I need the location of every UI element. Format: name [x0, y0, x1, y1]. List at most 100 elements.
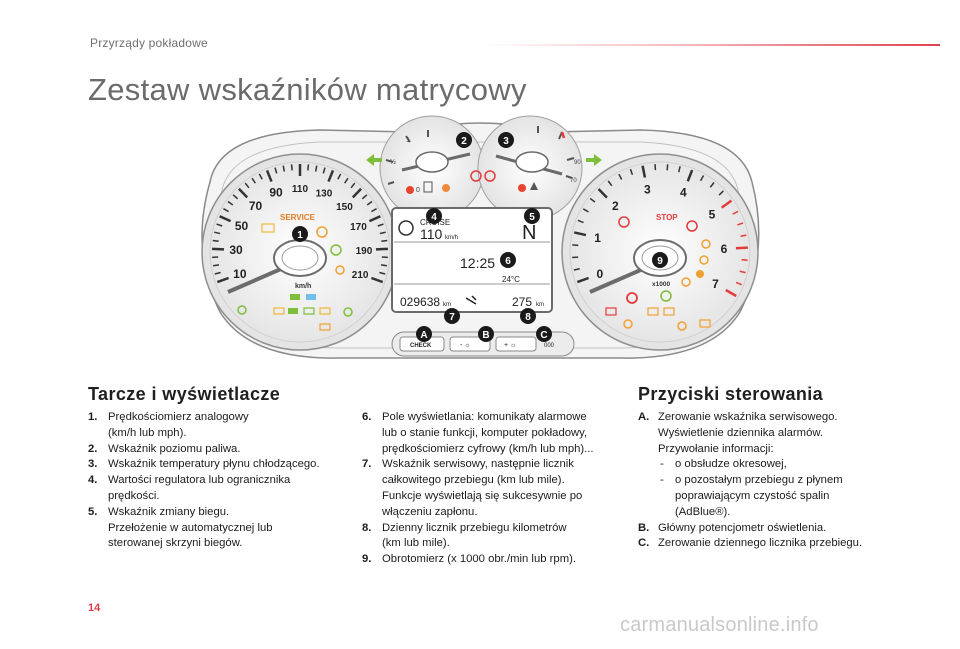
callout-9: 9: [652, 252, 668, 268]
tach-tick: [735, 281, 742, 286]
trip-button-label: 000: [544, 343, 555, 349]
callout-label: 6: [505, 256, 511, 267]
list-item-line: Wskaźnik temperatury płynu chłodzącego.: [108, 458, 320, 471]
tach-tick: [573, 231, 587, 237]
callout-1: 1: [292, 226, 308, 242]
list-item-line: (km/h lub mph).: [108, 426, 187, 439]
service-label: SERVICE: [280, 213, 316, 222]
callout-5: 5: [524, 208, 540, 224]
callout-B: B: [478, 326, 494, 342]
speedo-tick: [214, 271, 221, 275]
callout-label: 9: [657, 256, 663, 267]
odometer: 029638: [400, 295, 440, 309]
list-item-number: B.: [638, 521, 650, 534]
dials-heading: Tarcze i wyświetlacze: [88, 384, 281, 404]
list-item-line: Wskaźnik poziomu paliwa.: [108, 442, 241, 455]
speedo-tick: [327, 169, 335, 183]
tach-label: 1: [594, 231, 601, 245]
tach-label: 2: [612, 199, 619, 213]
sub-list-line: (AdBlue®).: [675, 505, 731, 518]
list-item-line: lub o stanie funkcji, komputer pokładowy…: [382, 426, 588, 439]
speedo-tick: [237, 187, 249, 199]
center-warning-icons: [470, 170, 496, 182]
page-number: 14: [88, 602, 101, 614]
speedo-tick: [232, 194, 239, 200]
list-item: 1.Prędkościomierz analogowy(km/h lub mph…: [88, 410, 350, 442]
list-item: B. Główny potencjometr oświetlenia.: [638, 521, 898, 537]
tach-tick: [589, 197, 596, 203]
speedo-tick: [219, 215, 232, 223]
callout-label: 4: [431, 212, 437, 223]
callout-label: C: [540, 330, 547, 341]
dials-list-col1: 1.Prędkościomierz analogowy(km/h lub mph…: [88, 410, 350, 552]
callout-bubble: [478, 326, 494, 342]
callout-label: 8: [525, 312, 531, 323]
callout-bubble: [416, 326, 432, 342]
section-label: Przyrządy pokładowe: [90, 36, 208, 50]
speedo-tick: [214, 231, 221, 235]
callout-label: 1: [297, 230, 303, 241]
warning-lamp-icon: [442, 184, 450, 192]
callout-bubble: [456, 132, 472, 148]
controls-list: A.Zerowanie wskaźnika serwisowego.Wyświe…: [638, 410, 898, 552]
turn-left-icon: [366, 154, 382, 166]
tach-tick: [737, 222, 744, 226]
list-item-line: Główny potencjometr oświetlenia.: [658, 521, 827, 534]
list-item-line: Przełożenie w automatycznej lub: [108, 521, 273, 534]
tach-label: 6: [721, 242, 728, 256]
tach-tick: [641, 165, 647, 178]
tach-tick: [718, 190, 724, 196]
tach-tick: [607, 180, 613, 187]
speedo-label: 110: [292, 184, 309, 195]
speedo-tick: [216, 223, 223, 227]
list-item-line: włączeniu zapłonu.: [382, 505, 478, 518]
speedo-tick: [337, 173, 342, 180]
callout-7: 7: [444, 308, 460, 324]
speedo-label: 130: [316, 189, 333, 200]
tach-label: 3: [644, 182, 651, 196]
service-unit: km: [536, 302, 544, 308]
fuel-pump-icon: [423, 181, 433, 193]
speedo-tick: [223, 208, 230, 213]
tach-tick: [740, 234, 747, 237]
speedo-label: 150: [336, 202, 353, 213]
speedo-tick: [344, 177, 349, 184]
list-item-number: 6.: [362, 411, 372, 423]
speedo-tick: [370, 208, 377, 213]
tach-tick: [732, 210, 739, 215]
speedo-tick: [274, 167, 278, 174]
list-item: 2.Wskaźnik poziomu paliwa.: [88, 442, 350, 458]
sub-list-line: o obsłudze okresowej,: [675, 458, 787, 471]
speedo-tick: [380, 264, 388, 267]
callout-bubble: [444, 308, 460, 324]
tach-label: 0: [597, 267, 604, 281]
callout-bubble: [520, 308, 536, 324]
dials-list-col2: 6.Pole wyświetlania: komunikaty alarmowe…: [362, 410, 624, 568]
central-display: CRUISE 110 km/h N 12:25 24°C 029638 km 2…: [391, 207, 553, 313]
speedo-tick: [379, 231, 386, 235]
speedo-tick: [314, 165, 318, 172]
list-item-line: Wartości regulatora lub ogranicznika: [108, 474, 291, 487]
list-item-line: sterowanej skrzyni biegów.: [108, 537, 243, 550]
callout-C: C: [536, 326, 552, 342]
speedo-tick: [322, 167, 326, 174]
service-distance: 275: [512, 295, 532, 309]
stop-label: STOP: [656, 213, 678, 222]
tach-tick: [686, 169, 694, 182]
tach-tick: [699, 175, 705, 182]
controls-heading: Przyciski sterowania: [638, 384, 824, 404]
speedo-label: 10: [233, 267, 247, 281]
list-item-line: całkowitego przebiegu (km lub mile).: [382, 474, 565, 487]
fuel-empty-label: 0: [416, 187, 420, 194]
watermark: carmanualsonline.info: [620, 614, 819, 636]
callout-label: 5: [529, 212, 535, 223]
callout-label: B: [482, 330, 489, 341]
list-item-line: Wskaźnik serwisowy, następnie licznik: [382, 458, 574, 471]
speedo-tick: [368, 215, 381, 223]
speedo-tick: [361, 194, 368, 200]
list-item-line: (km lub mile).: [382, 537, 450, 550]
callout-bubble: [652, 252, 668, 268]
callout-bubble: [292, 226, 308, 242]
